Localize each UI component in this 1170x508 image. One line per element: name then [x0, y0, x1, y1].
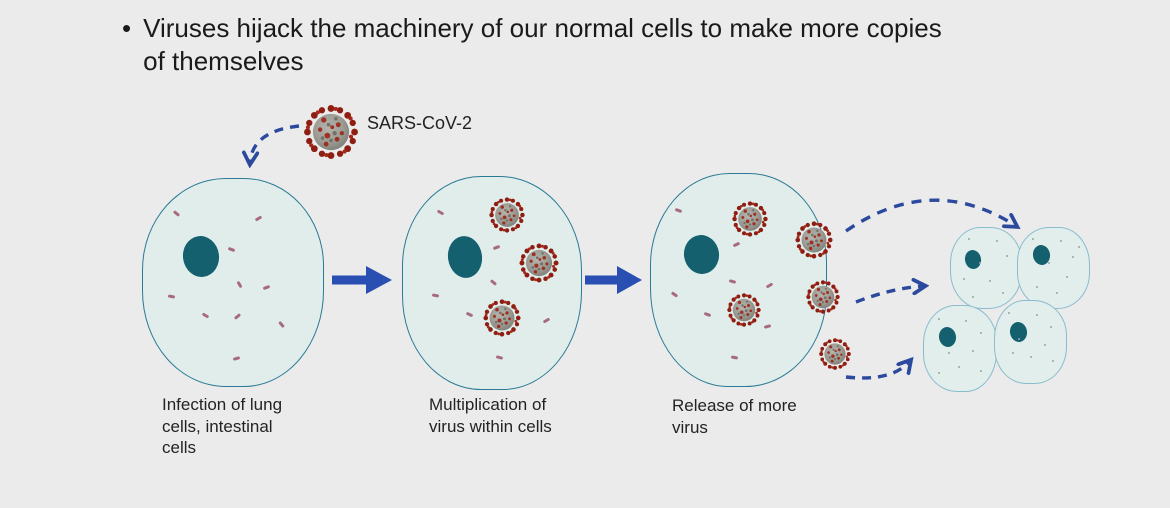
host-cell-release [650, 173, 827, 387]
slide-title-text: Viruses hijack the machinery of our norm… [143, 13, 942, 76]
coronavirus-icon-released [819, 338, 851, 370]
stage-caption-multiplication: Multiplication of virus within cells [429, 395, 552, 436]
cell-dot [1008, 312, 1010, 314]
cell-dot [1036, 286, 1038, 288]
cell-nucleus [180, 233, 222, 280]
cell-dot [1060, 240, 1062, 242]
new-cell-3 [923, 305, 997, 392]
virus-entry-dashed-arrow [250, 124, 300, 163]
cell-dot [958, 366, 960, 368]
cell-nucleus [937, 325, 958, 349]
cell-dot [1052, 360, 1054, 362]
new-cell-2 [1017, 227, 1090, 309]
cell-dot [980, 370, 982, 372]
host-cell-infection [142, 178, 324, 387]
bullet-point: • [122, 13, 132, 43]
new-cell-4 [994, 300, 1067, 384]
release-dashed-arrow-middle [855, 286, 924, 304]
cell-dot [963, 278, 965, 280]
cell-dot [1036, 314, 1038, 316]
stage-arrow-1 [332, 266, 392, 294]
cell-dot [1030, 356, 1032, 358]
cell-dot [1050, 326, 1052, 328]
cell-dot [1018, 338, 1020, 340]
cell-dot [1078, 246, 1080, 248]
cell-nucleus [681, 232, 722, 277]
cell-dot [1066, 276, 1068, 278]
cell-dot [965, 320, 967, 322]
cell-dot [979, 262, 981, 264]
slide-title: • Viruses hijack the machinery of our no… [122, 12, 1082, 78]
cell-dot [1044, 344, 1046, 346]
cell-dot [1056, 292, 1058, 294]
cell-dot [968, 238, 970, 240]
cell-nucleus [445, 233, 485, 281]
cell-dot [980, 332, 982, 334]
cell-dot [938, 318, 940, 320]
cell-dot [989, 280, 991, 282]
cell-dot [1048, 262, 1050, 264]
cell-dot [948, 352, 950, 354]
cell-dot [938, 372, 940, 374]
cell-dot [1012, 352, 1014, 354]
stage-caption-release: Release of more virus [672, 396, 797, 437]
cell-nucleus [963, 248, 983, 271]
cell-dot [1002, 292, 1004, 294]
cell-dot [996, 240, 998, 242]
cell-dot [972, 296, 974, 298]
cell-dot [1072, 256, 1074, 258]
stage-arrow-2 [585, 266, 642, 294]
cell-dot [1032, 238, 1034, 240]
coronavirus-icon-free [304, 105, 358, 159]
virus-name-label: SARS-CoV-2 [367, 113, 473, 133]
cell-dot [972, 350, 974, 352]
new-cell-1 [950, 227, 1022, 309]
release-dashed-arrow-bottom [845, 361, 910, 380]
stage-caption-infection: Infection of lung cells, intestinal cell… [162, 395, 283, 457]
cell-dot [1006, 255, 1008, 257]
